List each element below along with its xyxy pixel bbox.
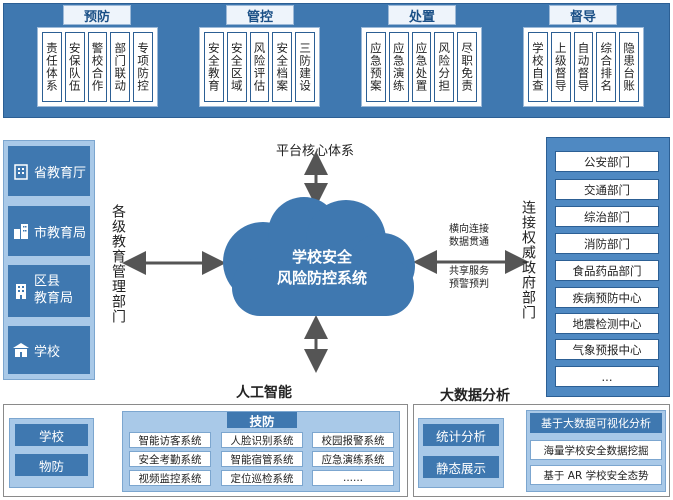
left-item-label: 学校 xyxy=(34,344,61,360)
measure-cell: 学校自查 xyxy=(528,32,548,102)
tech-system-cell: 视频监控系统 xyxy=(129,470,211,486)
dept-item: 食品药品部门 xyxy=(555,260,659,281)
measure-label: 三防建设 xyxy=(298,42,313,92)
measure-cell: 应急处置 xyxy=(411,32,432,102)
dept-item: 公安部门 xyxy=(555,151,659,172)
tech-system-cell: 人脸识别系统 xyxy=(221,432,303,448)
measure-label: 应急预案 xyxy=(368,42,383,92)
measure-cell: 应急演练 xyxy=(388,32,409,102)
bigdata-section-title: 大数据分析 xyxy=(440,388,510,404)
city-building-icon xyxy=(14,224,28,239)
measure-label: 隐患台账 xyxy=(622,42,637,92)
measure-cell: 风险分担 xyxy=(434,32,455,102)
group-label-response: 处置 xyxy=(388,5,456,25)
ai-section-title: 人工智能 xyxy=(236,385,292,401)
measure-label: 应急处置 xyxy=(414,42,429,92)
measure-cell: 尽职免责 xyxy=(457,32,477,102)
dept-item: 疾病预防中心 xyxy=(555,287,659,308)
measure-label: 安全档案 xyxy=(275,42,290,92)
right-column-title: 连接权威政府部门 xyxy=(520,200,536,320)
group-label-supervision: 督导 xyxy=(549,5,617,25)
measure-label: 安全教育 xyxy=(206,42,221,92)
school-icon xyxy=(13,343,29,357)
ai-left-item: 学校 xyxy=(15,424,88,446)
left-item-label: 市教育局 xyxy=(34,225,87,241)
measure-label: 应急演练 xyxy=(391,42,406,92)
cloud-title-line2: 风险防控系统 xyxy=(276,269,367,287)
left-item-school: 学校 xyxy=(8,326,90,374)
building-icon xyxy=(14,164,28,180)
left-item-city: 市教育局 xyxy=(8,206,90,256)
measure-label: 尽职免责 xyxy=(460,42,475,92)
group-label-prevention: 预防 xyxy=(63,5,131,25)
left-item-label: 区县 教育局 xyxy=(34,274,74,306)
measure-label: 警校合作 xyxy=(90,42,105,92)
cloud-title-line1: 学校安全 xyxy=(291,248,352,266)
right-arrow-bottom-label: 共享服务 预警预判 xyxy=(449,266,489,290)
measure-cell: 警校合作 xyxy=(87,32,108,102)
measure-cell: 三防建设 xyxy=(295,32,315,102)
measure-label: 部门联动 xyxy=(113,42,128,92)
measure-cell: 安保队伍 xyxy=(64,32,85,102)
cloud-title: 学校安全 风险防控系统 xyxy=(232,247,412,289)
group-response-items: 应急预案 应急演练 应急处置 风险分担 尽职免责 xyxy=(361,27,482,107)
dept-item: ... xyxy=(555,366,659,387)
group-control-items: 安全教育 安全区域 风险评估 安全档案 三防建设 xyxy=(199,27,320,107)
tech-system-cell: 定位巡检系统 xyxy=(221,470,303,486)
measure-label: 学校自查 xyxy=(530,42,545,92)
measure-cell: 专项防控 xyxy=(133,32,153,102)
measure-cell: 部门联动 xyxy=(110,32,131,102)
measure-cell: 安全区域 xyxy=(226,32,247,102)
measure-label: 风险评估 xyxy=(252,42,267,92)
dept-item: 交通部门 xyxy=(555,179,659,200)
dept-item: 气象预报中心 xyxy=(555,339,659,360)
left-item-county: 区县 教育局 xyxy=(8,265,90,317)
bigdata-left-item: 静态展示 xyxy=(423,456,499,478)
measure-label: 专项防控 xyxy=(136,42,151,92)
measure-cell: 应急预案 xyxy=(366,32,386,102)
measure-label: 安保队伍 xyxy=(67,42,82,92)
left-item-province: 省教育厅 xyxy=(8,146,90,196)
dept-item: 综治部门 xyxy=(555,206,659,227)
group-label-control: 管控 xyxy=(226,5,294,25)
left-item-label: 省教育厅 xyxy=(34,165,87,181)
measure-cell: 安全教育 xyxy=(204,32,224,102)
tech-system-cell: 安全考勤系统 xyxy=(129,451,211,467)
group-supervision-items: 学校自查 上级督导 自动督导 综合排名 隐患台账 xyxy=(523,27,644,107)
measure-cell: 综合排名 xyxy=(596,32,617,102)
measure-label: 综合排名 xyxy=(599,42,614,92)
measure-cell: 隐患台账 xyxy=(619,32,639,102)
tech-system-cell: 智能宿管系统 xyxy=(221,451,303,467)
bigdata-item: 海量学校安全数据挖掘 xyxy=(530,440,662,460)
ai-left-item: 物防 xyxy=(15,454,88,476)
bigdata-header: 基于大数据可视化分析 xyxy=(530,413,662,433)
measure-label: 上级督导 xyxy=(553,42,568,92)
measure-cell: 风险评估 xyxy=(249,32,270,102)
tech-system-cell: 智能访客系统 xyxy=(129,432,211,448)
measure-cell: 上级督导 xyxy=(550,32,571,102)
measure-cell: 责任体系 xyxy=(42,32,62,102)
measure-label: 安全区域 xyxy=(229,42,244,92)
dept-item: 地震检测中心 xyxy=(555,313,659,334)
measure-label: 风险分担 xyxy=(437,42,452,92)
measure-cell: 安全档案 xyxy=(272,32,293,102)
tech-system-cell: ...... xyxy=(312,470,394,486)
bigdata-left-item: 统计分析 xyxy=(423,424,499,446)
measure-label: 责任体系 xyxy=(44,42,59,92)
tech-system-cell: 应急演练系统 xyxy=(312,451,394,467)
left-column-title: 各级教育管理部门 xyxy=(110,204,126,324)
tech-system-cell: 校园报警系统 xyxy=(312,432,394,448)
dept-item: 消防部门 xyxy=(555,233,659,254)
tech-header: 技防 xyxy=(227,412,297,429)
office-building-icon xyxy=(16,284,26,299)
bigdata-item: 基于 AR 学校安全态势 xyxy=(530,465,662,485)
right-arrow-top-label: 横向连接 数据贯通 xyxy=(449,224,489,248)
measure-cell: 自动督导 xyxy=(573,32,594,102)
measure-label: 自动督导 xyxy=(576,42,591,92)
cloud-shape xyxy=(223,197,415,316)
group-prevention-items: 责任体系 安保队伍 警校合作 部门联动 专项防控 xyxy=(37,27,158,107)
